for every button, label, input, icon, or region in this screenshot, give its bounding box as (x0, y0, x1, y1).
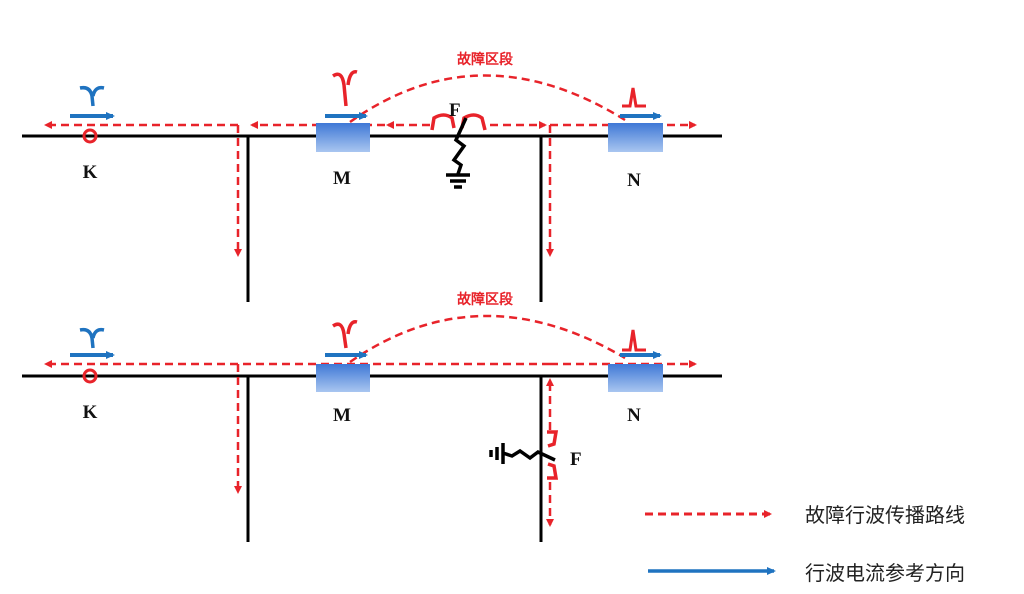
fault-section-label: 故障区段 (457, 291, 513, 308)
waveform-m-icon (332, 320, 358, 349)
node-n-label: N (627, 170, 641, 191)
node-m-box (316, 364, 370, 392)
legend-fault-path-label: 故障行波传播路线 (805, 503, 965, 527)
node-n-box (608, 364, 663, 392)
fault-wave-paths (44, 74, 697, 257)
node-k-label: K (83, 162, 98, 183)
measurement-point-k (82, 128, 98, 144)
legend-reference-label: 行波电流参考方向 (805, 561, 965, 585)
fault-section-label: 故障区段 (457, 51, 513, 68)
fault-ground-icon (446, 117, 470, 189)
waveform-n-icon (622, 329, 646, 352)
node-m-label: M (333, 405, 351, 426)
legend: 故障行波传播路线 行波电流参考方向 (645, 503, 965, 585)
waveform-k-icon (79, 85, 105, 107)
fault-wave-icon (547, 430, 559, 480)
fault-label: F (449, 100, 461, 121)
node-m-box (316, 123, 370, 152)
waveform-n-icon (622, 87, 646, 108)
top-diagram: F 故障区段 K M N (22, 51, 722, 302)
node-m-label: M (333, 168, 351, 189)
node-n-label: N (627, 405, 641, 426)
bottom-diagram: F 故障区段 K M N (22, 291, 722, 542)
node-n-box (608, 123, 663, 152)
fault-label: F (570, 449, 582, 470)
waveform-m-icon (332, 70, 358, 107)
fault-wave-icon (430, 113, 487, 131)
fault-ground-icon (489, 443, 556, 464)
waveform-k-icon (79, 327, 105, 349)
node-k-label: K (83, 402, 98, 423)
fault-wave-paths (44, 314, 697, 527)
measurement-point-k (82, 368, 98, 384)
